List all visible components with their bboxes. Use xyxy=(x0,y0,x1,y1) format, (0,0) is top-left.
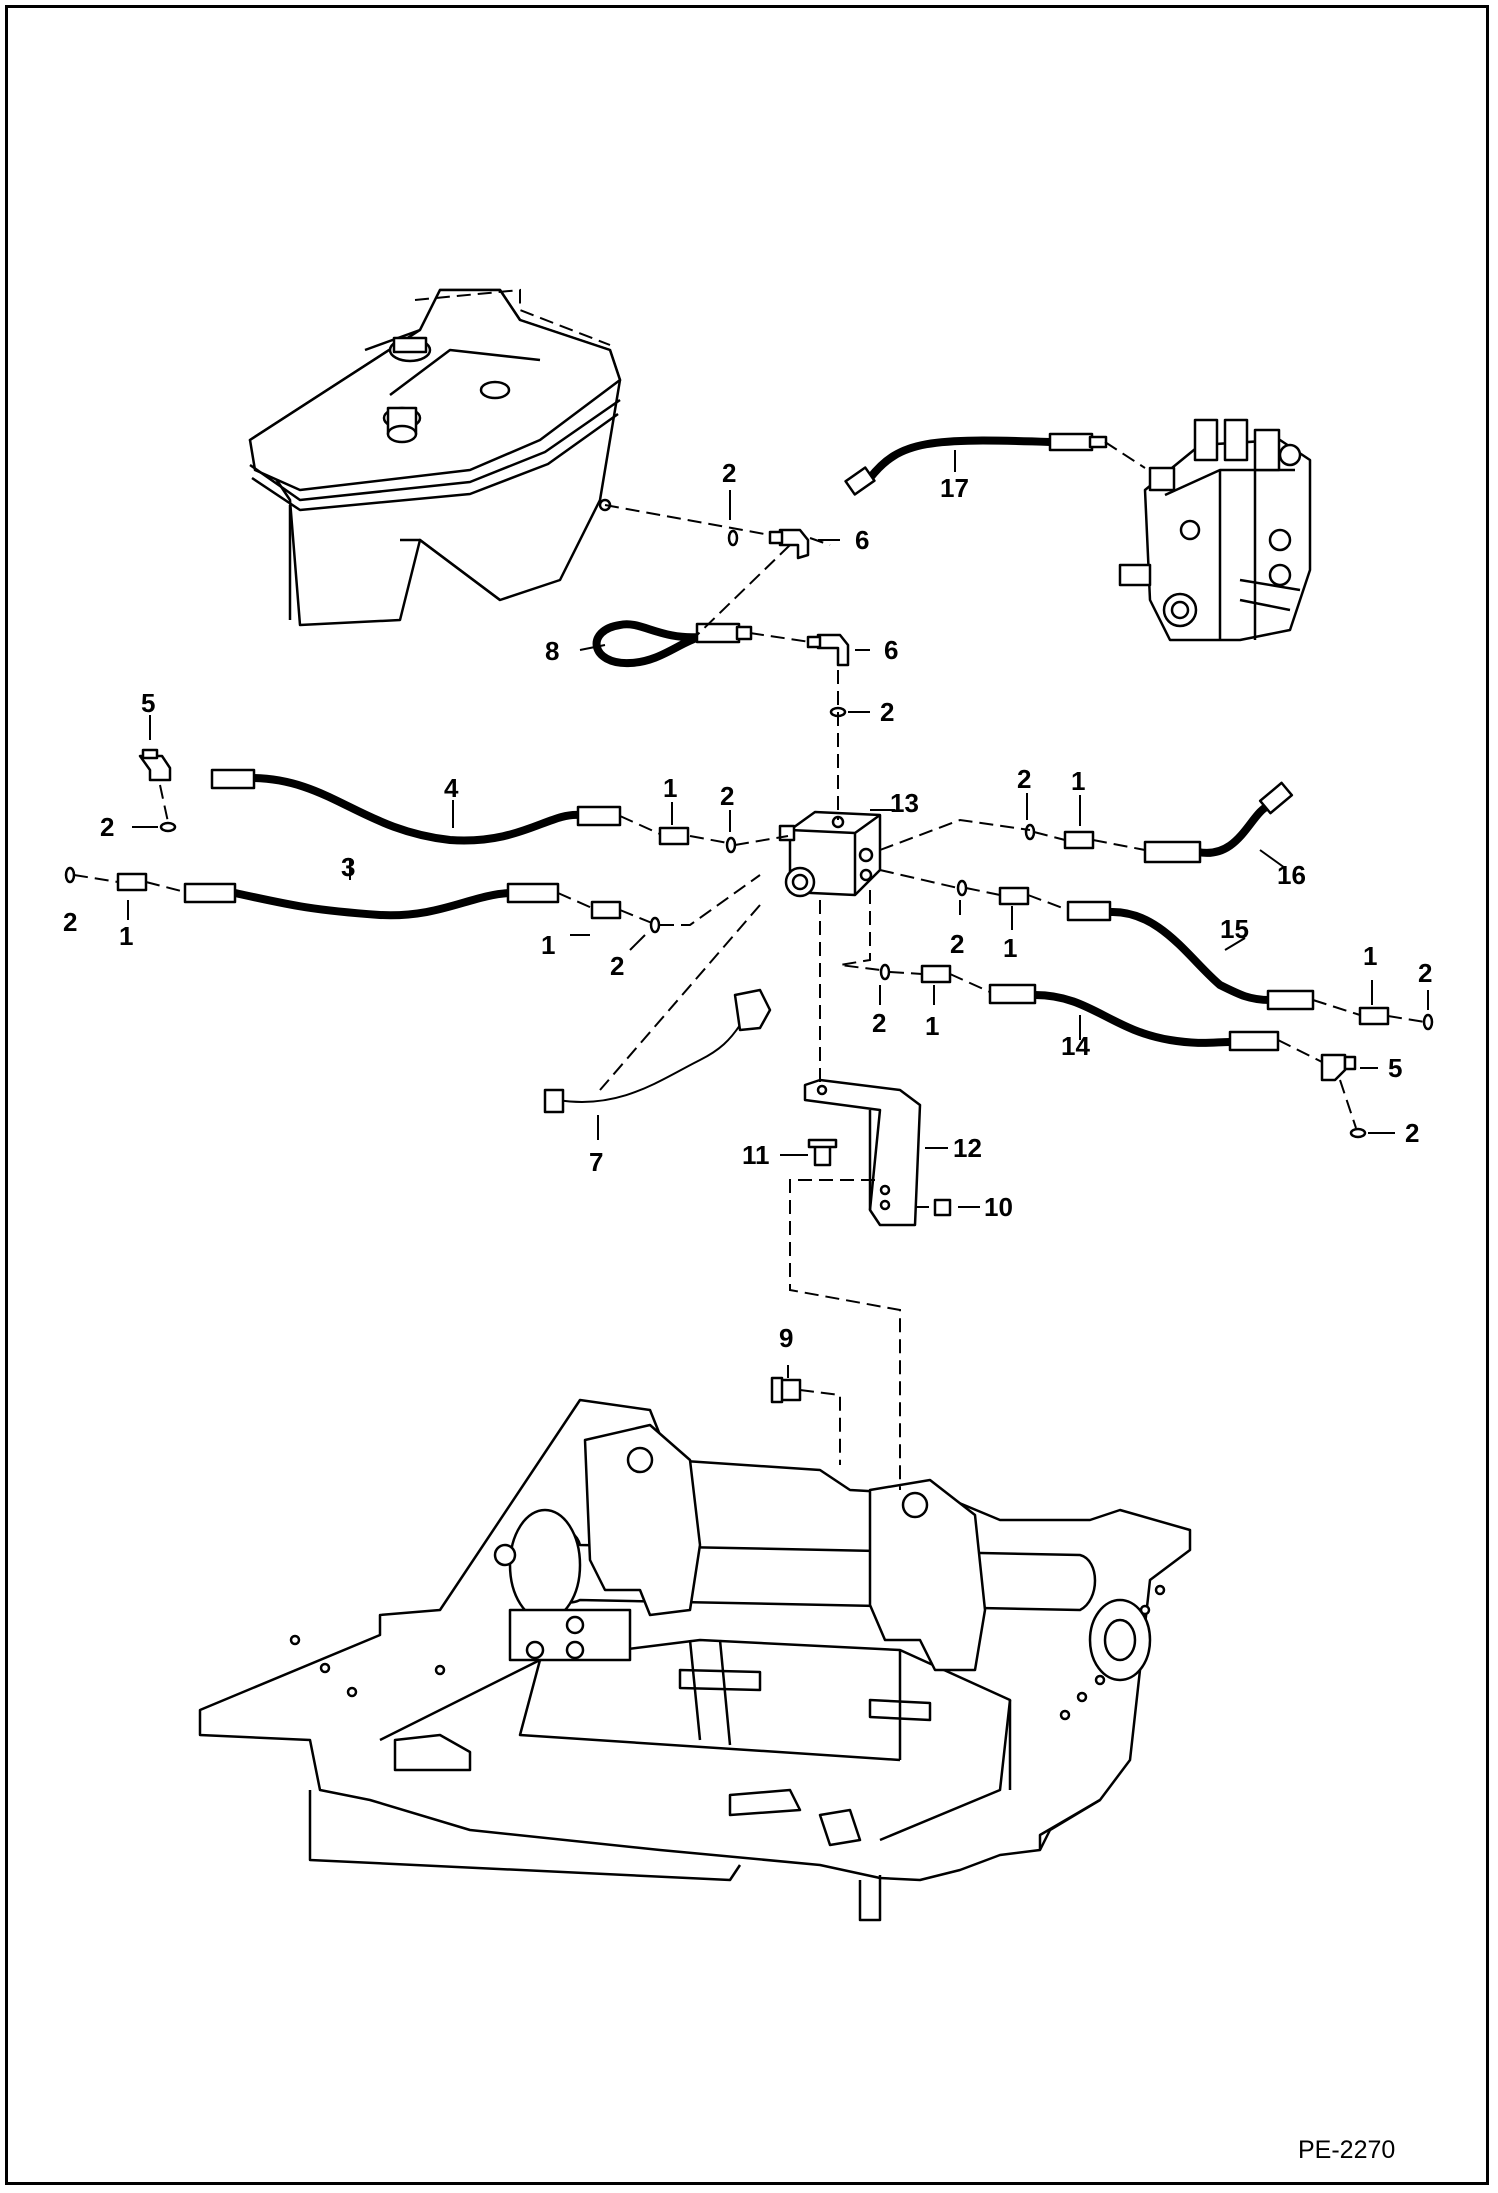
callout-1: 1 xyxy=(119,921,133,951)
callout-17: 17 xyxy=(940,473,969,503)
chassis-frame xyxy=(198,1398,1192,1922)
callout-2: 2 xyxy=(63,907,77,937)
callout-12: 12 xyxy=(953,1133,982,1163)
callout-2: 2 xyxy=(720,781,734,811)
callout-15: 15 xyxy=(1220,914,1249,944)
callout-2: 2 xyxy=(610,951,624,981)
bracket xyxy=(770,1078,952,1404)
callout-2: 2 xyxy=(100,812,114,842)
callout-1: 1 xyxy=(1003,933,1017,963)
callout-2: 2 xyxy=(1418,958,1432,988)
callout-8: 8 xyxy=(545,636,559,666)
callout-13: 13 xyxy=(890,788,919,818)
callout-1: 1 xyxy=(925,1011,939,1041)
callout-6: 6 xyxy=(855,525,869,555)
callout-2: 2 xyxy=(1017,764,1031,794)
callout-5: 5 xyxy=(141,688,155,718)
figure-number: PE-2270 xyxy=(1298,2136,1395,2164)
callout-16: 16 xyxy=(1277,860,1306,890)
leader-lines xyxy=(127,450,1429,1378)
callout-6: 6 xyxy=(884,635,898,665)
callout-2: 2 xyxy=(880,697,894,727)
callout-2: 2 xyxy=(1405,1118,1419,1148)
manifold-block xyxy=(778,810,882,898)
callout-4: 4 xyxy=(444,773,459,803)
callout-3: 3 xyxy=(341,852,355,882)
callout-9: 9 xyxy=(779,1323,793,1353)
assembly-lines xyxy=(73,288,1426,1490)
callout-7: 7 xyxy=(589,1147,603,1177)
callout-1: 1 xyxy=(1363,941,1377,971)
callout-10: 10 xyxy=(984,1192,1013,1222)
callout-2: 2 xyxy=(950,929,964,959)
callout-14: 14 xyxy=(1061,1031,1090,1061)
sensor-harness xyxy=(543,988,772,1114)
callout-2: 2 xyxy=(872,1008,886,1038)
callout-labels: 2 6 17 8 6 2 5 2 4 1 2 13 2 1 16 2 1 3 1… xyxy=(63,458,1432,1353)
callout-5: 5 xyxy=(1388,1053,1402,1083)
callout-1: 1 xyxy=(541,930,555,960)
hydraulic-tank xyxy=(248,288,622,627)
callout-1: 1 xyxy=(663,773,677,803)
callout-1: 1 xyxy=(1071,766,1085,796)
control-valve xyxy=(1118,418,1312,642)
callout-2: 2 xyxy=(722,458,736,488)
page-border xyxy=(5,5,1489,2185)
callout-11: 11 xyxy=(742,1140,770,1170)
